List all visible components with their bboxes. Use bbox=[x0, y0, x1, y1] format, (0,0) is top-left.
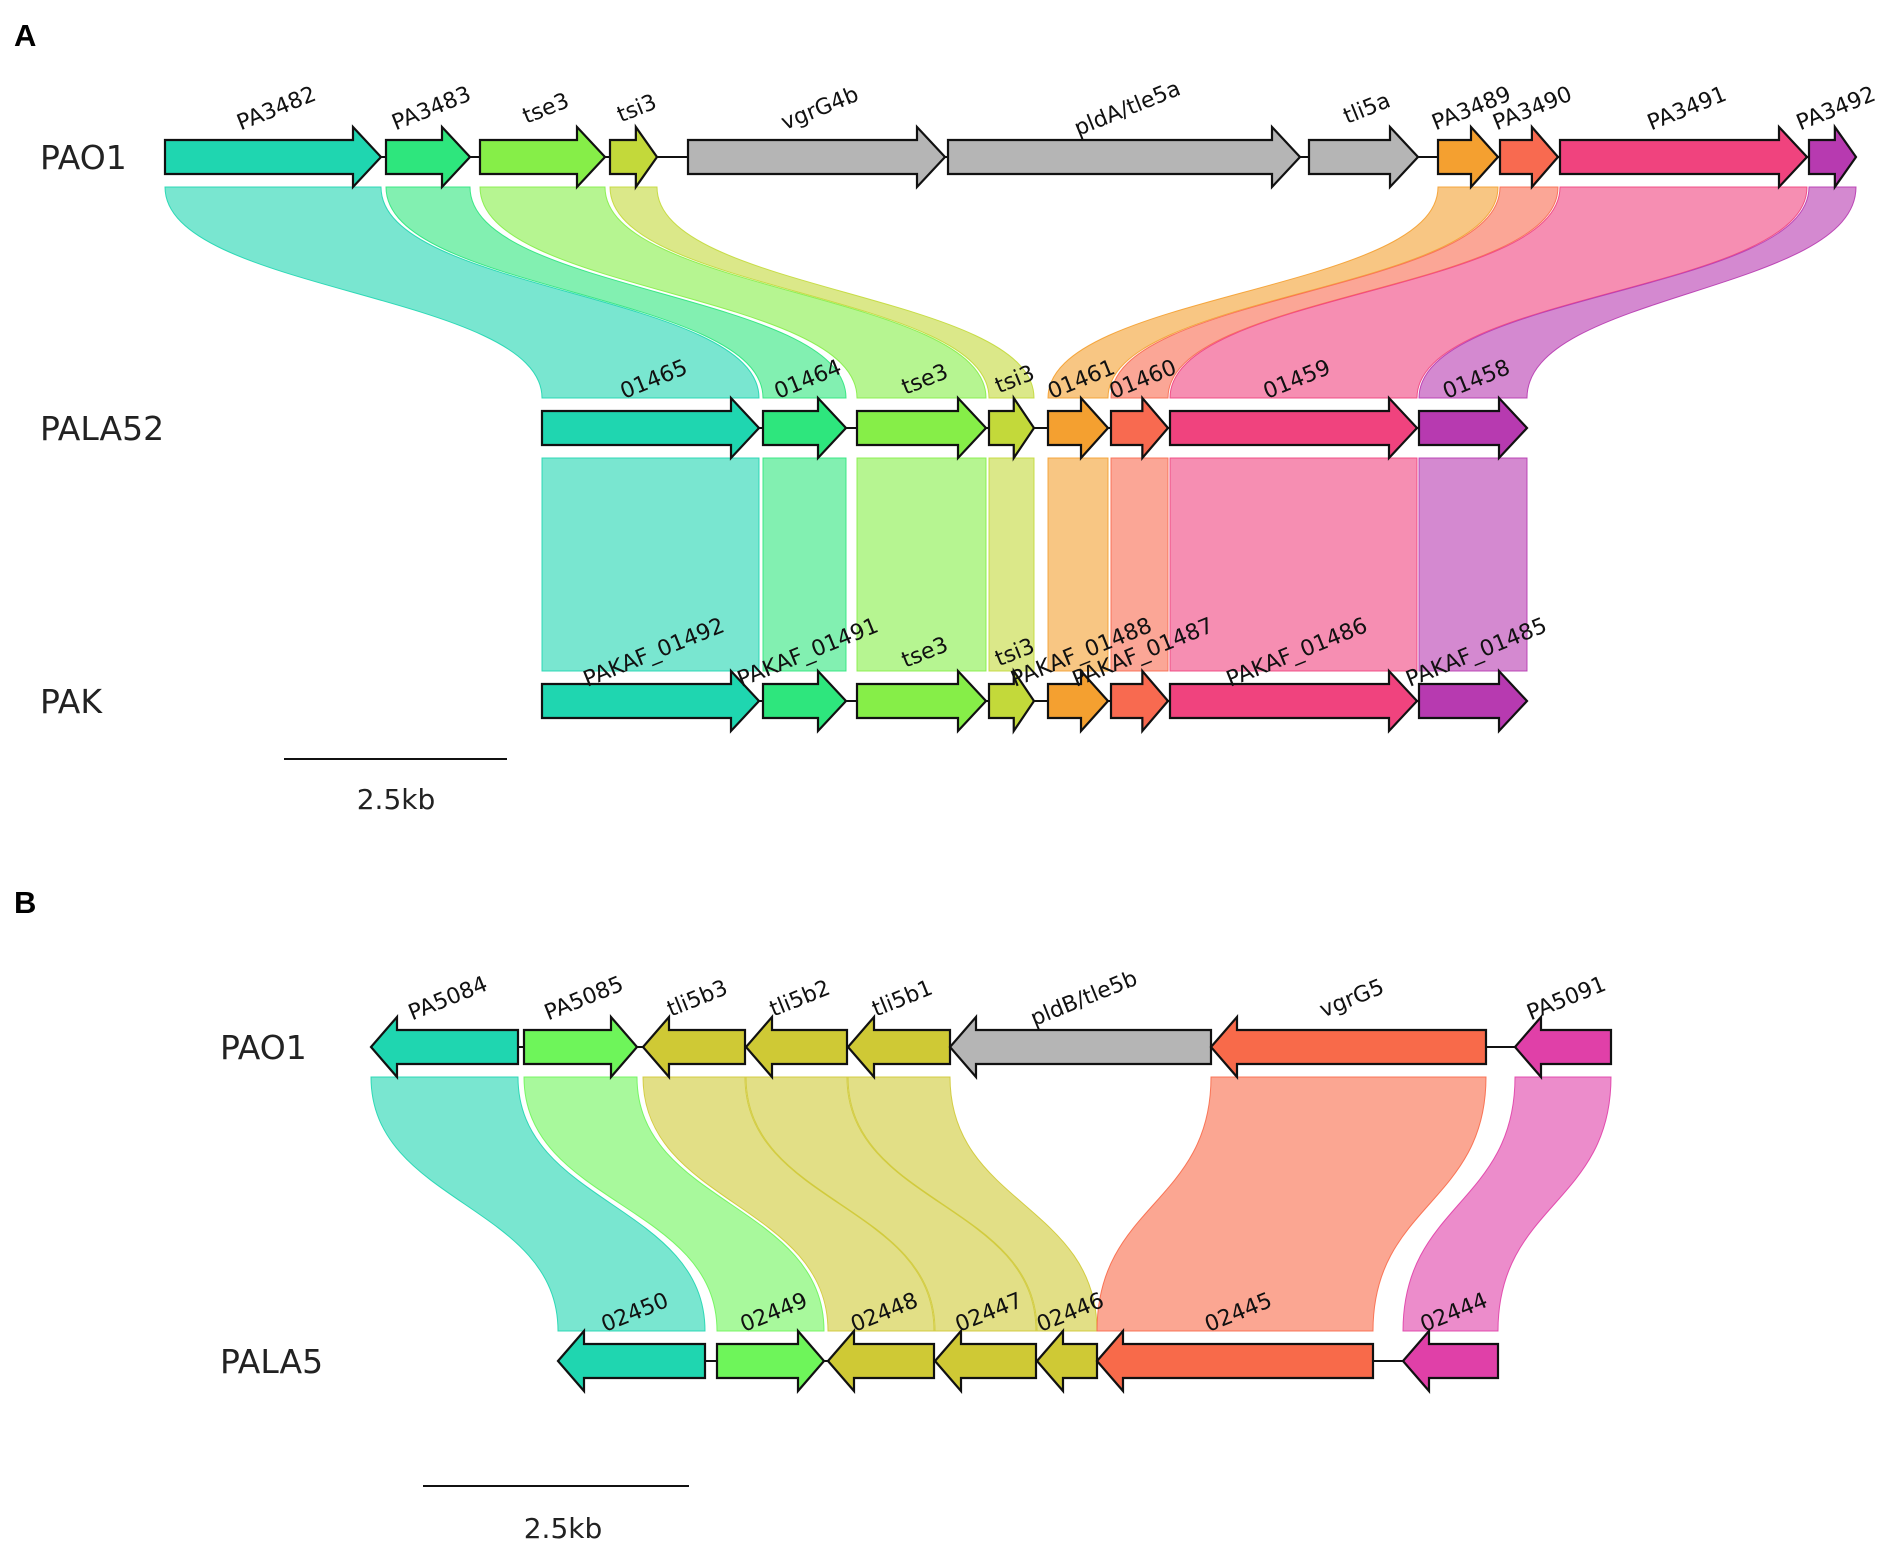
panel-b-scale-bar-label: 2.5kb bbox=[524, 1512, 603, 1542]
panel-a-link-01464-to-pakaf-01491 bbox=[762, 457, 847, 672]
panel-a-link-pa3482-to-01465 bbox=[164, 186, 760, 399]
panel-b-label: B bbox=[14, 885, 36, 920]
gene-arrow-01465 bbox=[540, 395, 761, 461]
strain-label: PALA52 bbox=[40, 409, 164, 448]
gene-arrow-01458 bbox=[1417, 395, 1529, 461]
gene-arrow-pakaf-01492 bbox=[540, 668, 761, 734]
panel-b-link-vgrg5-to-02445 bbox=[1096, 1076, 1487, 1332]
panel-a-scale-bar-label: 2.5kb bbox=[357, 783, 436, 816]
gene-arrow-01464 bbox=[761, 395, 848, 461]
gene-label: pldA/tle5a bbox=[1071, 76, 1184, 141]
gene-label: tsi3 bbox=[614, 90, 661, 128]
panel-b-link-tli5b3-to-02448 bbox=[642, 1076, 935, 1332]
panel-a-link-tse3-to-tse3 bbox=[856, 457, 987, 672]
gene-arrow-pa3492 bbox=[1807, 123, 1858, 191]
gene-arrow-02450 bbox=[556, 1328, 707, 1394]
gene-arrow-pa5084 bbox=[369, 1014, 520, 1080]
panel-a-link-01458-to-pakaf-01485 bbox=[1418, 457, 1528, 672]
strain-label: PAO1 bbox=[220, 1028, 307, 1067]
gene-arrow-01460 bbox=[1109, 395, 1170, 461]
gene-label: PA3482 bbox=[233, 82, 319, 136]
panel-b-link-pa5084-to-02450 bbox=[370, 1076, 706, 1332]
gene-arrow-vgrg5 bbox=[1209, 1014, 1488, 1080]
gene-arrow-tsi3 bbox=[987, 667, 1036, 735]
gene-arrow-pa5085 bbox=[522, 1014, 639, 1080]
gene-label: PA3491 bbox=[1644, 82, 1730, 136]
gene-arrow-tli5b2 bbox=[744, 1014, 849, 1080]
strain-label: PAK bbox=[40, 682, 103, 721]
gene-arrow-pa3490 bbox=[1498, 124, 1560, 190]
panel-a-link-pa3489-to-01461 bbox=[1047, 186, 1499, 399]
panel-b-link-pa5085-to-02449 bbox=[523, 1076, 825, 1332]
gene-arrow-tli5b1 bbox=[846, 1014, 952, 1080]
panel-a-label: A bbox=[14, 18, 36, 53]
panel-a: A PAO1 PA3482 PA3483 tse3 tsi3 vgrG4b pldA/tle… bbox=[14, 18, 1879, 816]
gene-label: vgrG5 bbox=[1316, 975, 1388, 1023]
panel-a-link-tse3-to-tse3 bbox=[479, 186, 987, 399]
gene-label: tse3 bbox=[519, 88, 573, 129]
gene-label: tli5b3 bbox=[664, 976, 732, 1023]
panel-a-link-pa3491-to-01459 bbox=[1169, 186, 1808, 399]
panel-b-link-tli5b2-to-02447 bbox=[745, 1076, 1037, 1332]
gene-arrow-pakaf-01487 bbox=[1109, 668, 1170, 734]
gene-label: PA5084 bbox=[405, 972, 491, 1026]
gene-arrow-pa3489 bbox=[1436, 124, 1500, 190]
gene-arrow-plda-tle5a bbox=[946, 124, 1302, 190]
gene-label: PA5085 bbox=[541, 972, 627, 1026]
gene-arrow-pa5091 bbox=[1513, 1014, 1613, 1080]
gene-arrow-tse3 bbox=[478, 124, 607, 190]
gene-arrow-pa3491 bbox=[1558, 124, 1809, 190]
gene-label: PA3483 bbox=[388, 82, 474, 136]
gene-label: vgrG4b bbox=[778, 82, 863, 136]
panel-a-link-tsi3-to-tsi3 bbox=[988, 457, 1035, 672]
panel-a-link-pa3483-to-01464 bbox=[385, 186, 847, 399]
gene-arrow-pakaf-01488 bbox=[1046, 668, 1110, 734]
gene-arrow-pakaf-01486 bbox=[1168, 668, 1419, 734]
panel-a-link-01460-to-pakaf-01487 bbox=[1110, 457, 1169, 672]
gene-arrow-tli5a bbox=[1307, 124, 1420, 190]
gene-arrow-pakaf-01491 bbox=[761, 668, 848, 734]
panel-a-homology-links bbox=[164, 186, 1857, 672]
panel-b-link-tli5b1-to-02446 bbox=[847, 1076, 1098, 1332]
gene-arrow-vgrg4b bbox=[686, 124, 947, 190]
panel-b: B PAO1 PA5084 PA5085 tli5b3 tli5b2 tli5b1 pldB… bbox=[14, 885, 1613, 1542]
gene-arrow-02449 bbox=[715, 1328, 826, 1394]
gene-arrow-02447 bbox=[933, 1328, 1038, 1394]
gene-arrow-01461 bbox=[1046, 395, 1110, 461]
gene-arrow-tsi3 bbox=[608, 123, 659, 191]
gene-arrow-pakaf-01485 bbox=[1417, 668, 1529, 734]
panel-a-link-01461-to-pakaf-01488 bbox=[1047, 457, 1109, 672]
gene-arrow-tse3 bbox=[855, 395, 988, 461]
gene-label: pldB/tle5b bbox=[1027, 966, 1141, 1031]
panel-b-track-pao1: PAO1 PA5084 PA5085 tli5b3 tli5b2 tli5b1 pldB/t… bbox=[220, 966, 1613, 1080]
gene-arrow-tsi3 bbox=[987, 394, 1036, 462]
panel-a-link-pa3492-to-01458 bbox=[1418, 186, 1857, 399]
gene-arrow-tli5b3 bbox=[641, 1014, 747, 1080]
gene-label: PA5091 bbox=[1523, 972, 1609, 1026]
gene-label: tli5b1 bbox=[869, 976, 937, 1023]
strain-label: PAO1 bbox=[40, 138, 127, 177]
panel-a-link-pa3490-to-01460 bbox=[1110, 186, 1559, 399]
gene-arrow-02448 bbox=[826, 1328, 936, 1394]
gene-arrow-tse3 bbox=[855, 668, 988, 734]
gene-arrow-02444 bbox=[1401, 1328, 1500, 1394]
panel-a-track-pao1: PAO1 PA3482 PA3483 tse3 tsi3 vgrG4b pldA/tle5a… bbox=[40, 76, 1879, 191]
gene-arrow-pa3482 bbox=[163, 124, 383, 190]
panel-a-link-01465-to-pakaf-01492 bbox=[541, 457, 760, 672]
panel-a-link-tsi3-to-tsi3 bbox=[609, 186, 1035, 399]
gene-arrow-02446 bbox=[1035, 1328, 1099, 1394]
gene-label: tli5a bbox=[1340, 88, 1394, 129]
gene-label: tli5b2 bbox=[766, 976, 834, 1023]
strain-label: PALA5 bbox=[220, 1342, 323, 1381]
gene-arrow-pldb-tle5b bbox=[948, 1014, 1213, 1080]
gene-arrow-pa3483 bbox=[384, 124, 472, 190]
panel-b-link-pa5091-to-02444 bbox=[1402, 1076, 1612, 1332]
panel-a-link-01459-to-pakaf-01486 bbox=[1169, 457, 1418, 672]
panel-b-homology-links bbox=[370, 1076, 1612, 1332]
gene-arrow-02445 bbox=[1095, 1328, 1375, 1394]
gene-arrow-01459 bbox=[1168, 395, 1419, 461]
